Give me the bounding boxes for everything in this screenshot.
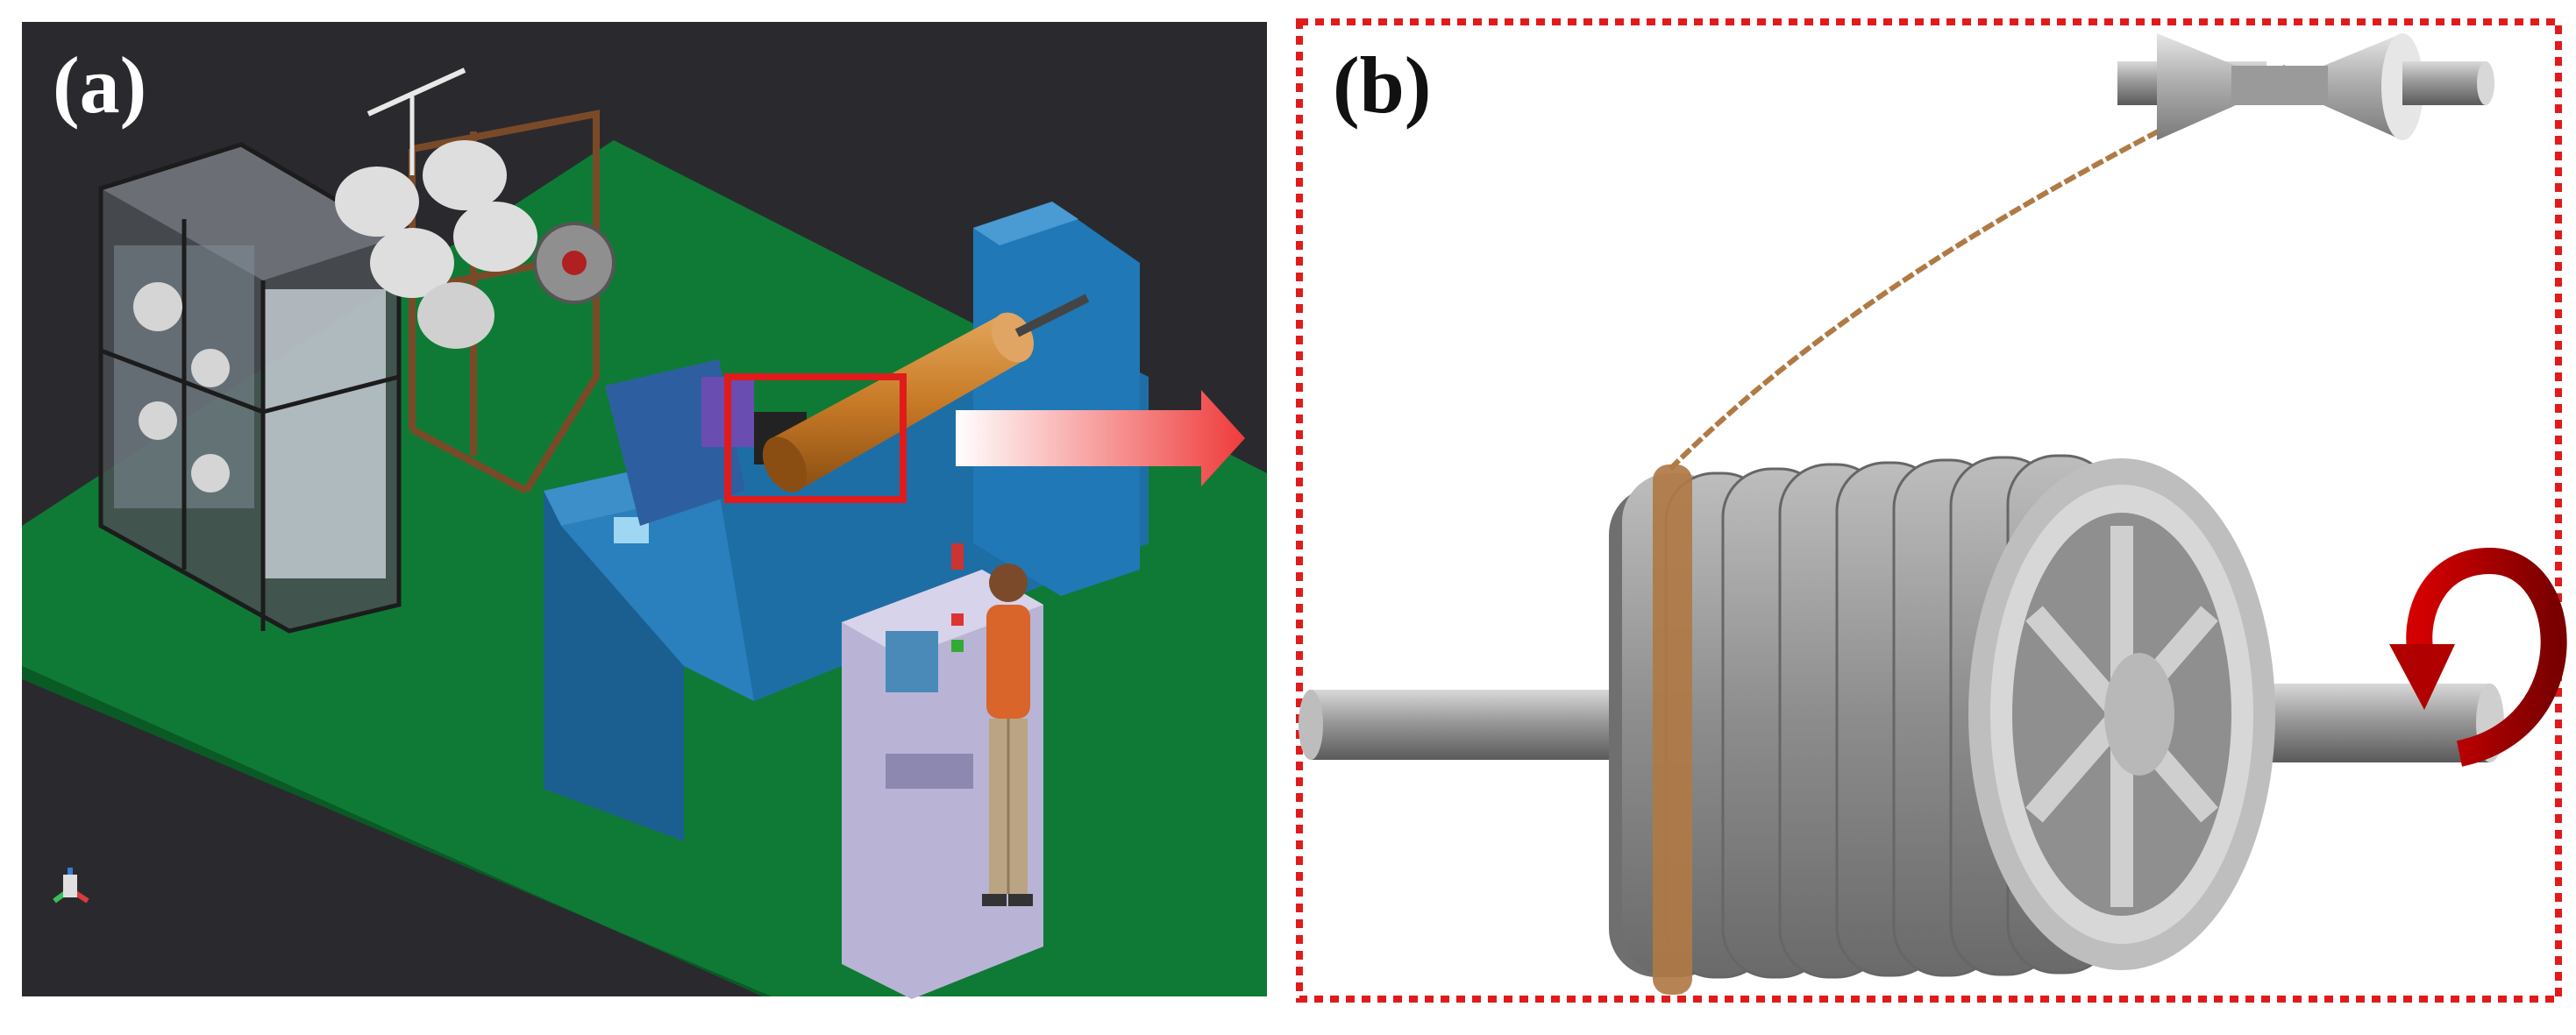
panel-b-label: (b) <box>1333 40 1431 130</box>
right-arrow-icon <box>956 390 1245 486</box>
fiber-strand <box>1668 63 2290 471</box>
guide-roller <box>2117 33 2494 140</box>
creel-cabinet <box>98 142 402 634</box>
axes-triad-icon <box>53 868 89 904</box>
curved-rotation-arrow-icon <box>2389 547 2567 767</box>
winding-drum <box>1609 454 2275 995</box>
panel-a-label: (a) <box>53 40 146 130</box>
mandrel <box>762 294 1090 493</box>
spool-rack <box>335 67 616 494</box>
panel-b: (b) <box>1296 18 2567 1003</box>
operator-figure <box>982 564 1033 906</box>
highlight-box <box>724 373 907 503</box>
fiber-band <box>1653 464 1692 995</box>
panel-a: (a) <box>22 22 1267 999</box>
